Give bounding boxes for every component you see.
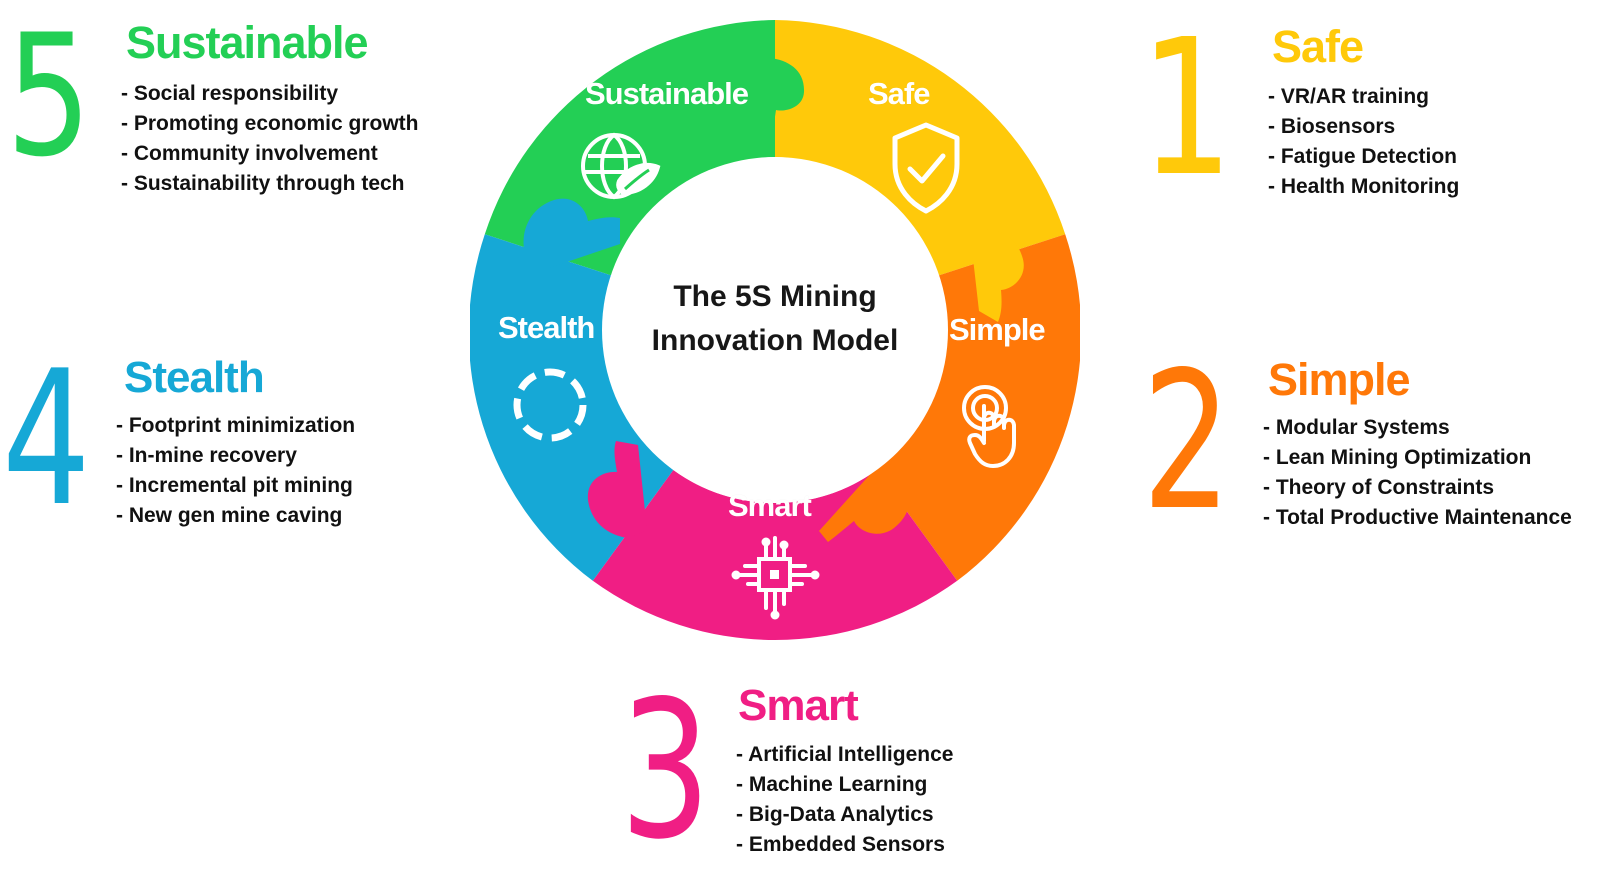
center-title: The 5S Mining Innovation Model bbox=[625, 275, 925, 385]
item-simple: 2 Simple Modular Systems Lean Mining Opt… bbox=[1142, 347, 1612, 557]
center-title-line-1: The 5S Mining bbox=[673, 280, 877, 313]
puzzle-tab-simple-smart bbox=[819, 460, 911, 542]
item-title: Smart bbox=[738, 681, 859, 730]
segment-simple bbox=[876, 234, 1080, 581]
item-title: Safe bbox=[1272, 21, 1364, 72]
dashed-circle-icon bbox=[513, 368, 587, 442]
item-number: 2 bbox=[1142, 331, 1231, 552]
bullet-item: New gen mine caving bbox=[116, 501, 355, 531]
bullet-item: Community involvement bbox=[121, 139, 419, 169]
bullet-item: VR/AR training bbox=[1268, 82, 1459, 112]
bullet-item: Modular Systems bbox=[1263, 413, 1572, 443]
item-stealth: 4 Stealth Footprint minimization In-mine… bbox=[2, 346, 472, 556]
bullet-item: Incremental pit mining bbox=[116, 471, 355, 501]
item-safe: 1 Safe VR/AR training Biosensors Fatigue… bbox=[1140, 15, 1610, 225]
touch-hand-icon bbox=[962, 385, 1016, 468]
bullet-item: Promoting economic growth bbox=[121, 109, 419, 139]
puzzle-ring: Sustainable Safe Simple Smart Stealth Th… bbox=[470, 20, 1080, 640]
item-smart: 3 Smart Artificial Intelligence Machine … bbox=[620, 676, 1020, 884]
item-title: Simple bbox=[1268, 354, 1411, 405]
bullet-item: Theory of Constraints bbox=[1263, 473, 1572, 503]
center-hole bbox=[602, 157, 948, 503]
item-bullet-list: Social responsibility Promoting economic… bbox=[121, 79, 419, 199]
bullet-item: Fatigue Detection bbox=[1268, 142, 1459, 172]
bullet-item: Artificial Intelligence bbox=[736, 740, 953, 770]
bullet-item: Health Monitoring bbox=[1268, 172, 1459, 202]
bullet-item: Social responsibility bbox=[121, 79, 419, 109]
puzzle-ring-graphic bbox=[470, 20, 1080, 640]
bullet-item: Biosensors bbox=[1268, 112, 1459, 142]
bullet-item: Footprint minimization bbox=[116, 411, 355, 441]
item-bullet-list: Modular Systems Lean Mining Optimization… bbox=[1263, 413, 1572, 533]
puzzle-tab-green-safe bbox=[766, 58, 805, 141]
item-title: Stealth bbox=[124, 353, 265, 402]
segment-label-stealth: Stealth bbox=[498, 310, 595, 345]
segment-label-simple: Simple bbox=[949, 312, 1046, 347]
item-number: 1 bbox=[1140, 0, 1233, 218]
puzzle-tab-safe-simple bbox=[970, 229, 1024, 322]
chip-icon bbox=[731, 536, 820, 620]
bullet-item: Embedded Sensors bbox=[736, 830, 953, 860]
bullet-item: Lean Mining Optimization bbox=[1263, 443, 1572, 473]
puzzle-tab-stealth-sustainable bbox=[523, 198, 620, 270]
item-title: Sustainable bbox=[126, 17, 369, 68]
item-number: 4 bbox=[2, 330, 91, 547]
item-bullet-list: VR/AR training Biosensors Fatigue Detect… bbox=[1268, 82, 1459, 202]
segment-label-safe: Safe bbox=[868, 76, 930, 111]
bullet-item: Sustainability through tech bbox=[121, 169, 419, 199]
item-bullet-list: Artificial Intelligence Machine Learning… bbox=[736, 740, 953, 860]
segment-label-sustainable: Sustainable bbox=[585, 76, 749, 111]
segment-label-smart: Smart bbox=[728, 488, 812, 523]
bullet-item: Big-Data Analytics bbox=[736, 800, 953, 830]
item-bullet-list: Footprint minimization In-mine recovery … bbox=[116, 411, 355, 531]
item-number: 5 bbox=[6, 0, 92, 194]
globe-leaf-icon bbox=[581, 132, 661, 200]
shield-check-icon bbox=[892, 122, 960, 214]
item-sustainable: 5 Sustainable Social responsibility Prom… bbox=[6, 12, 476, 222]
segment-safe bbox=[775, 20, 1066, 277]
bullet-item: In-mine recovery bbox=[116, 441, 355, 471]
bullet-item: Total Productive Maintenance bbox=[1263, 503, 1572, 533]
puzzle-tab-smart-stealth bbox=[587, 441, 647, 538]
bullet-item: Machine Learning bbox=[736, 770, 953, 800]
center-title-line-2: Innovation Model bbox=[651, 324, 899, 357]
item-number: 3 bbox=[620, 660, 711, 881]
